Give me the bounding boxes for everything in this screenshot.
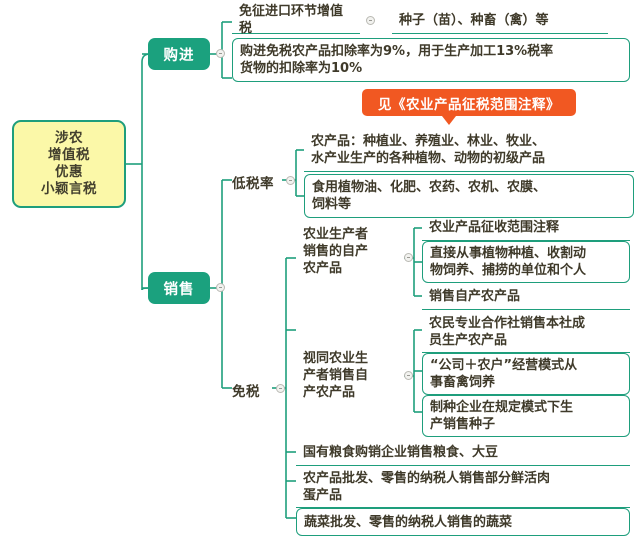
topic-text: 销售自产农产品: [429, 289, 521, 304]
topic-text: 种子（苗）、种畜（禽）等: [399, 12, 549, 28]
topic-text: 农民专业合作社销售本社成 员生产农产品: [429, 315, 586, 348]
callout-banner[interactable]: 见《农业产品征税范围注释》: [362, 89, 576, 116]
topic-text: 国有粮食购销企业销售粮食、大豆: [303, 445, 499, 460]
topic-vegetables[interactable]: 蔬菜批发、零售的纳税人销售的蔬菜: [296, 508, 630, 536]
collapse-toggle-low-rate[interactable]: [286, 176, 295, 185]
topic-company-farmer[interactable]: “公司＋农户”经营模式从 事畜禽饲养: [422, 353, 630, 395]
root-node[interactable]: 涉农 增值税 优惠 小颖言税: [12, 120, 126, 208]
callout-text: 见《农业产品征税范围注释》: [378, 96, 560, 113]
subgroup-label-producer-self-sale[interactable]: 农业生产者 销售的自产 农产品: [296, 224, 400, 276]
topic-text: “公司＋农户”经营模式从 事畜禽饲养: [430, 358, 578, 390]
root-line-2: 增值税: [48, 147, 90, 163]
collapse-toggle-tax-free[interactable]: [276, 384, 285, 393]
collapse-toggle-deemed-producer[interactable]: [404, 371, 413, 380]
topic-direct-engaged[interactable]: 直接从事植物种植、收割动 物饲养、捕捞的单位和个人: [422, 241, 630, 283]
root-line-3: 优惠: [55, 164, 83, 180]
group-label-text: 免税: [232, 384, 260, 400]
branch-label-goujin: 购进: [163, 47, 195, 64]
collapse-toggle-goujin[interactable]: [216, 49, 225, 58]
group-label-text: 低税率: [232, 176, 274, 192]
topic-sell-self-produced[interactable]: 销售自产农产品: [422, 284, 630, 310]
group-label-tax-free[interactable]: 免税: [232, 380, 260, 400]
group-label-low-rate[interactable]: 低税率: [232, 172, 274, 192]
topic-text: 购进免税农产品扣除率为9%，用于生产加工13%税率 货物的扣除率为10%: [240, 44, 554, 76]
topic-text: 蔬菜批发、零售的纳税人销售的蔬菜: [304, 514, 513, 530]
topic-deduction-rate[interactable]: 购进免税农产品扣除率为9%，用于生产加工13%税率 货物的扣除率为10%: [232, 38, 630, 82]
root-line-1: 涉农: [55, 130, 83, 146]
collapse-toggle-import-exempt[interactable]: [366, 16, 375, 25]
subgroup-label-text: 视同农业生 产者销售自 产农产品: [303, 351, 369, 400]
topic-farm-products-def[interactable]: 农产品：种植业、养殖业、林业、牧业、 水产业生产的各种植物、动物的初级产品: [304, 128, 634, 172]
topic-coop-members[interactable]: 农民专业合作社销售本社成 员生产农产品: [422, 311, 630, 353]
subgroup-label-text: 农业生产者 销售的自产 农产品: [303, 227, 369, 276]
topic-fresh-meat-egg[interactable]: 农产品批发、零售的纳税人销售部分鲜活肉 蛋产品: [296, 466, 630, 508]
subgroup-label-deemed-producer[interactable]: 视同农业生 产者销售自 产农产品: [296, 348, 400, 402]
collapse-toggle-producer-self-sale[interactable]: [404, 253, 413, 262]
topic-text: 农业产品征收范围注释: [429, 220, 560, 235]
topic-text: 直接从事植物种植、收割动 物饲养、捕捞的单位和个人: [430, 246, 587, 278]
root-line-4: 小颖言税: [41, 181, 97, 197]
topic-text: 食用植物油、化肥、农药、农机、农膜、 饲料等: [312, 180, 547, 212]
branch-node-goujin[interactable]: 购进: [148, 38, 210, 70]
topic-scope-note[interactable]: 农业产品征收范围注释: [422, 215, 630, 241]
topic-text: 农产品批发、零售的纳税人销售部分鲜活肉 蛋产品: [303, 470, 551, 503]
callout-tail: [442, 116, 456, 125]
topic-seed-livestock[interactable]: 种子（苗）、种畜（禽）等: [392, 7, 608, 34]
topic-text: 农产品：种植业、养殖业、林业、牧业、 水产业生产的各种植物、动物的初级产品: [311, 133, 546, 166]
topic-import-exempt[interactable]: 免征进口环节增值税: [232, 4, 360, 36]
topic-text: 制种企业在规定模式下生 产销售种子: [430, 400, 574, 432]
topic-edible-oil-etc[interactable]: 食用植物油、化肥、农药、农机、农膜、 饲料等: [304, 174, 634, 218]
branch-node-xiaoshou[interactable]: 销售: [148, 272, 210, 304]
topic-seed-company[interactable]: 制种企业在规定模式下生 产销售种子: [422, 395, 630, 437]
branch-label-xiaoshou: 销售: [163, 281, 195, 298]
topic-state-grain[interactable]: 国有粮食购销企业销售粮食、大豆: [296, 440, 630, 466]
collapse-toggle-xiaoshou[interactable]: [216, 283, 225, 292]
topic-text: 免征进口环节增值税: [239, 4, 344, 36]
